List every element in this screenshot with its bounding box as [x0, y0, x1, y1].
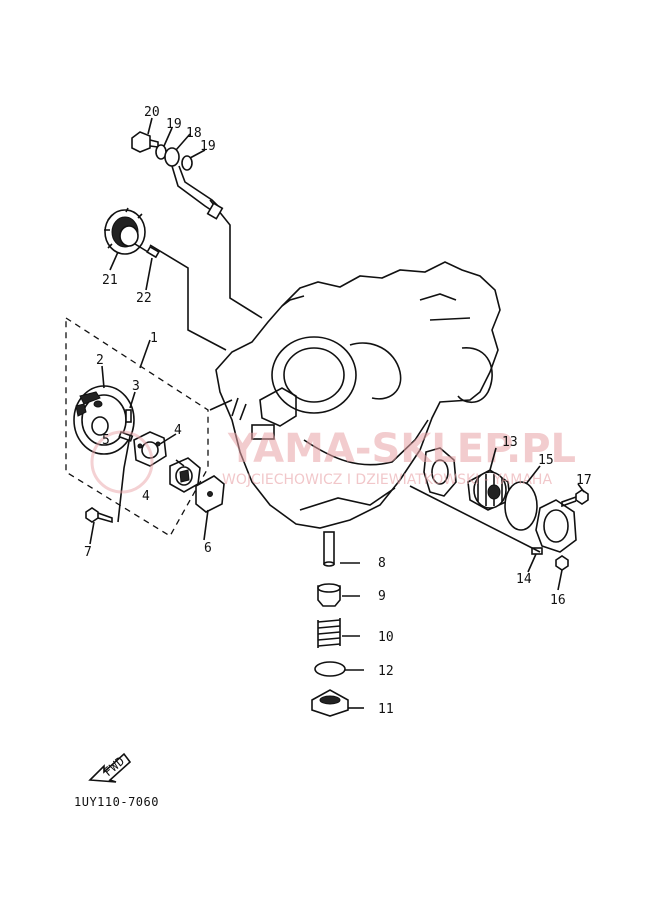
callout-5: 5 [102, 433, 110, 448]
nut-11 [311, 689, 349, 717]
filter-housing-gasket [423, 447, 457, 497]
callout-8: 8 [378, 556, 386, 571]
o-ring-12 [314, 661, 346, 677]
fwd-arrow: FWD [88, 752, 132, 783]
bolt-16 [555, 555, 569, 571]
callout-3: 3 [132, 379, 140, 394]
callout-4-upper: 4 [174, 423, 182, 438]
watermark: YAMA-SKLEP.PL WOJCIECHOWICZ I DZIEWIATKO… [90, 426, 576, 494]
filter-cover-14 [531, 499, 577, 555]
callout-19-lower: 19 [200, 139, 216, 154]
pipe-8 [323, 531, 335, 567]
callout-12: 12 [378, 664, 394, 679]
callout-14: 14 [516, 572, 532, 587]
callout-19-upper: 19 [166, 117, 182, 132]
callout-18: 18 [186, 126, 202, 141]
callout-1: 1 [150, 331, 158, 346]
bolt-17 [561, 489, 589, 508]
oil-pipe-18 [164, 147, 224, 220]
callout-22: 22 [136, 291, 152, 306]
callout-15: 15 [538, 453, 554, 468]
oil-pipe-assembly [131, 131, 224, 220]
watermark-main: YAMA-SKLEP.PL [227, 426, 576, 472]
oil-pump-assembly [65, 316, 225, 537]
bolt-20 [131, 131, 159, 153]
callout-6: 6 [204, 541, 212, 556]
callout-10: 10 [378, 630, 394, 645]
callout-11: 11 [378, 702, 394, 717]
watermark-subtitle: WOJCIECHOWICZ I DZIEWIATKOWSKI - YAMAHA [222, 472, 552, 488]
callout-21: 21 [102, 273, 118, 288]
callout-7: 7 [84, 545, 92, 560]
pin-22 [146, 245, 160, 259]
diagram-code: 1UY110-7060 [74, 795, 159, 809]
pin-3 [125, 409, 132, 423]
oil-filter-13 [467, 469, 511, 511]
leader-lines [149, 199, 263, 411]
callout-13: 13 [502, 435, 518, 450]
callout-9: 9 [378, 589, 386, 604]
callout-20: 20 [144, 105, 160, 120]
washer-19b [181, 155, 193, 171]
callout-16: 16 [550, 593, 566, 608]
callout-17: 17 [576, 473, 592, 488]
callout-labels: 20 19 18 19 21 22 1 2 3 4 5 4 6 7 8 9 10… [84, 105, 592, 717]
spring-10 [317, 618, 341, 648]
plug-9 [317, 583, 341, 607]
o-ring-15 [504, 481, 538, 531]
drive-gear-21 [104, 207, 149, 255]
crankcase-cover [215, 261, 501, 529]
bolt-7 [85, 507, 113, 524]
callout-2: 2 [96, 353, 104, 368]
pump-gasket-6 [195, 475, 225, 513]
pump-rotor-4 [169, 457, 201, 493]
callout-leaders [89, 117, 585, 709]
callout-4-lower: 4 [142, 489, 150, 504]
